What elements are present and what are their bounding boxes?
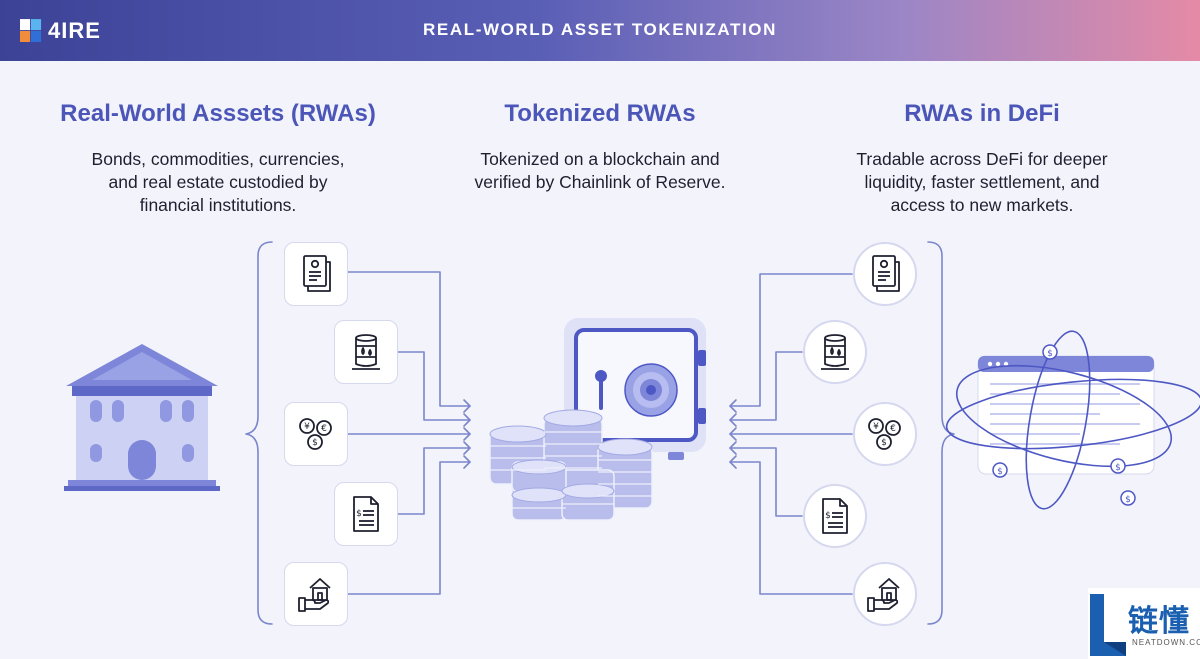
invoice-document-icon: $ (822, 498, 848, 534)
connector-line (347, 461, 471, 595)
asset-box-oil (334, 320, 398, 384)
watermark-logo-icon (1090, 594, 1126, 656)
dollar-coin-icon: $ (1042, 344, 1058, 360)
asset-box-real-estate (284, 562, 348, 626)
tokenized-column-description: Tokenized on a blockchain and verified b… (420, 148, 780, 194)
page-title: REAL-WORLD ASSET TOKENIZATION (423, 20, 777, 39)
logo-mark-icon (20, 19, 42, 42)
connector-line (397, 351, 471, 421)
svg-text:$: $ (997, 467, 1003, 477)
right-brace (927, 241, 955, 625)
svg-text:$: $ (356, 509, 362, 519)
svg-text:$: $ (1125, 495, 1131, 505)
desc-line: liquidity, faster settlement, and (864, 172, 1100, 192)
svg-text:¥: ¥ (304, 422, 310, 432)
svg-text:¥: ¥ (873, 422, 879, 432)
desc-line: Bonds, commodities, currencies, (91, 149, 345, 169)
defi-asset-invoice: $ (803, 484, 867, 548)
svg-text:$: $ (312, 438, 318, 448)
svg-text:$: $ (1115, 463, 1121, 473)
dollar-coin-icon: $ (992, 462, 1008, 478)
connector-line (729, 461, 853, 595)
desc-line: financial institutions. (139, 195, 297, 215)
certificate-icon (872, 255, 900, 292)
desc-line: Tradable across DeFi for deeper (856, 149, 1108, 169)
asset-box-certificate (284, 242, 348, 306)
currency-coins-icon: ¥ € $ (299, 418, 332, 450)
defi-asset-certificate (853, 242, 917, 306)
rwa-column-description: Bonds, commodities, currencies, and real… (38, 148, 398, 217)
oil-barrel-icon (352, 334, 380, 370)
svg-text:$: $ (1047, 349, 1053, 359)
dollar-coin-icon: $ (1110, 458, 1126, 474)
connector-line (729, 447, 803, 517)
currency-coins-icon: ¥ € $ (868, 418, 901, 450)
defi-asset-oil (803, 320, 867, 384)
watermark: 链懂 NEATDOWN.COM (1088, 588, 1200, 659)
oil-barrel-icon (821, 334, 849, 370)
svg-text:$: $ (825, 511, 831, 521)
connector-line (729, 351, 803, 421)
watermark-cn-text: 链懂 (1128, 604, 1190, 639)
connector-line (347, 271, 471, 407)
watermark-en-text: NEATDOWN.COM (1132, 638, 1200, 647)
connector-line (397, 447, 471, 515)
tokenized-column-title: Tokenized RWAs (504, 100, 696, 127)
desc-line: and real estate custodied by (108, 172, 328, 192)
header-bar: 4IRE REAL-WORLD ASSET TOKENIZATION (0, 0, 1200, 61)
logo-text: 4IRE (48, 18, 101, 43)
defi-asset-real-estate (853, 562, 917, 626)
real-estate-hand-icon (298, 578, 331, 612)
svg-text:€: € (321, 424, 327, 434)
svg-text:€: € (890, 424, 896, 434)
defi-browser-icon: $ $ $ $ (945, 330, 1200, 510)
rwa-column-title: Real-World Asssets (RWAs) (60, 100, 376, 127)
defi-column-title: RWAs in DeFi (904, 100, 1060, 127)
defi-asset-currency: ¥ € $ (853, 402, 917, 466)
asset-box-currency: ¥ € $ (284, 402, 348, 466)
bank-building-icon (64, 344, 220, 491)
asset-box-invoice: $ (334, 482, 398, 546)
certificate-icon (303, 255, 331, 292)
desc-line: verified by Chainlink of Reserve. (474, 172, 726, 192)
desc-line: Tokenized on a blockchain and (480, 149, 720, 169)
left-brace (245, 241, 273, 625)
invoice-document-icon: $ (353, 496, 379, 532)
logo: 4IRE (20, 16, 101, 46)
real-estate-hand-icon (867, 578, 900, 612)
svg-text:$: $ (881, 438, 887, 448)
dollar-coin-icon: $ (1120, 490, 1136, 506)
coin-stacks-icon (489, 409, 653, 521)
desc-line: access to new markets. (890, 195, 1074, 215)
connector-line (729, 273, 853, 407)
defi-column-description: Tradable across DeFi for deeper liquidit… (802, 148, 1162, 217)
